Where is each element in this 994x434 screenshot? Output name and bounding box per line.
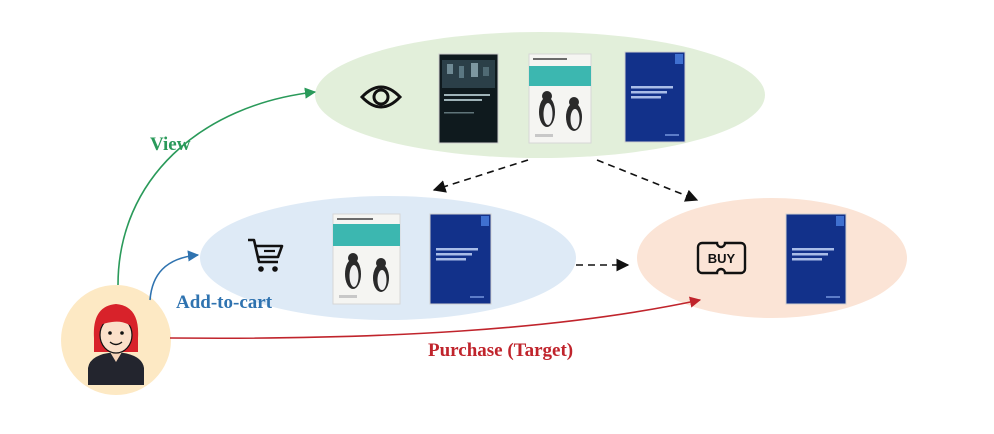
add-to-cart-label: Add-to-cart [176, 292, 273, 313]
purchase-edge [169, 296, 702, 340]
purchase-target-label: Purchase (Target) [428, 340, 574, 361]
view-to-cart-arrow [432, 159, 529, 193]
book-cover-blue [624, 51, 686, 143]
cart-book-penguin [332, 213, 401, 305]
cart-icon [248, 238, 284, 272]
view-edge [117, 87, 317, 286]
book-cover-penguin [528, 53, 592, 144]
buy-ellipse [637, 198, 907, 318]
book-cover-dark [438, 53, 499, 144]
buy-ticket-icon: BUY [696, 241, 747, 275]
cart-book-blue [429, 213, 492, 305]
view-to-buy-arrow [596, 159, 699, 202]
view-label: View [150, 134, 191, 155]
eye-icon [359, 85, 403, 109]
buy-book-blue [785, 213, 847, 305]
buy-text: BUY [708, 251, 736, 266]
cart-edge [149, 250, 200, 301]
user-avatar [88, 304, 144, 385]
